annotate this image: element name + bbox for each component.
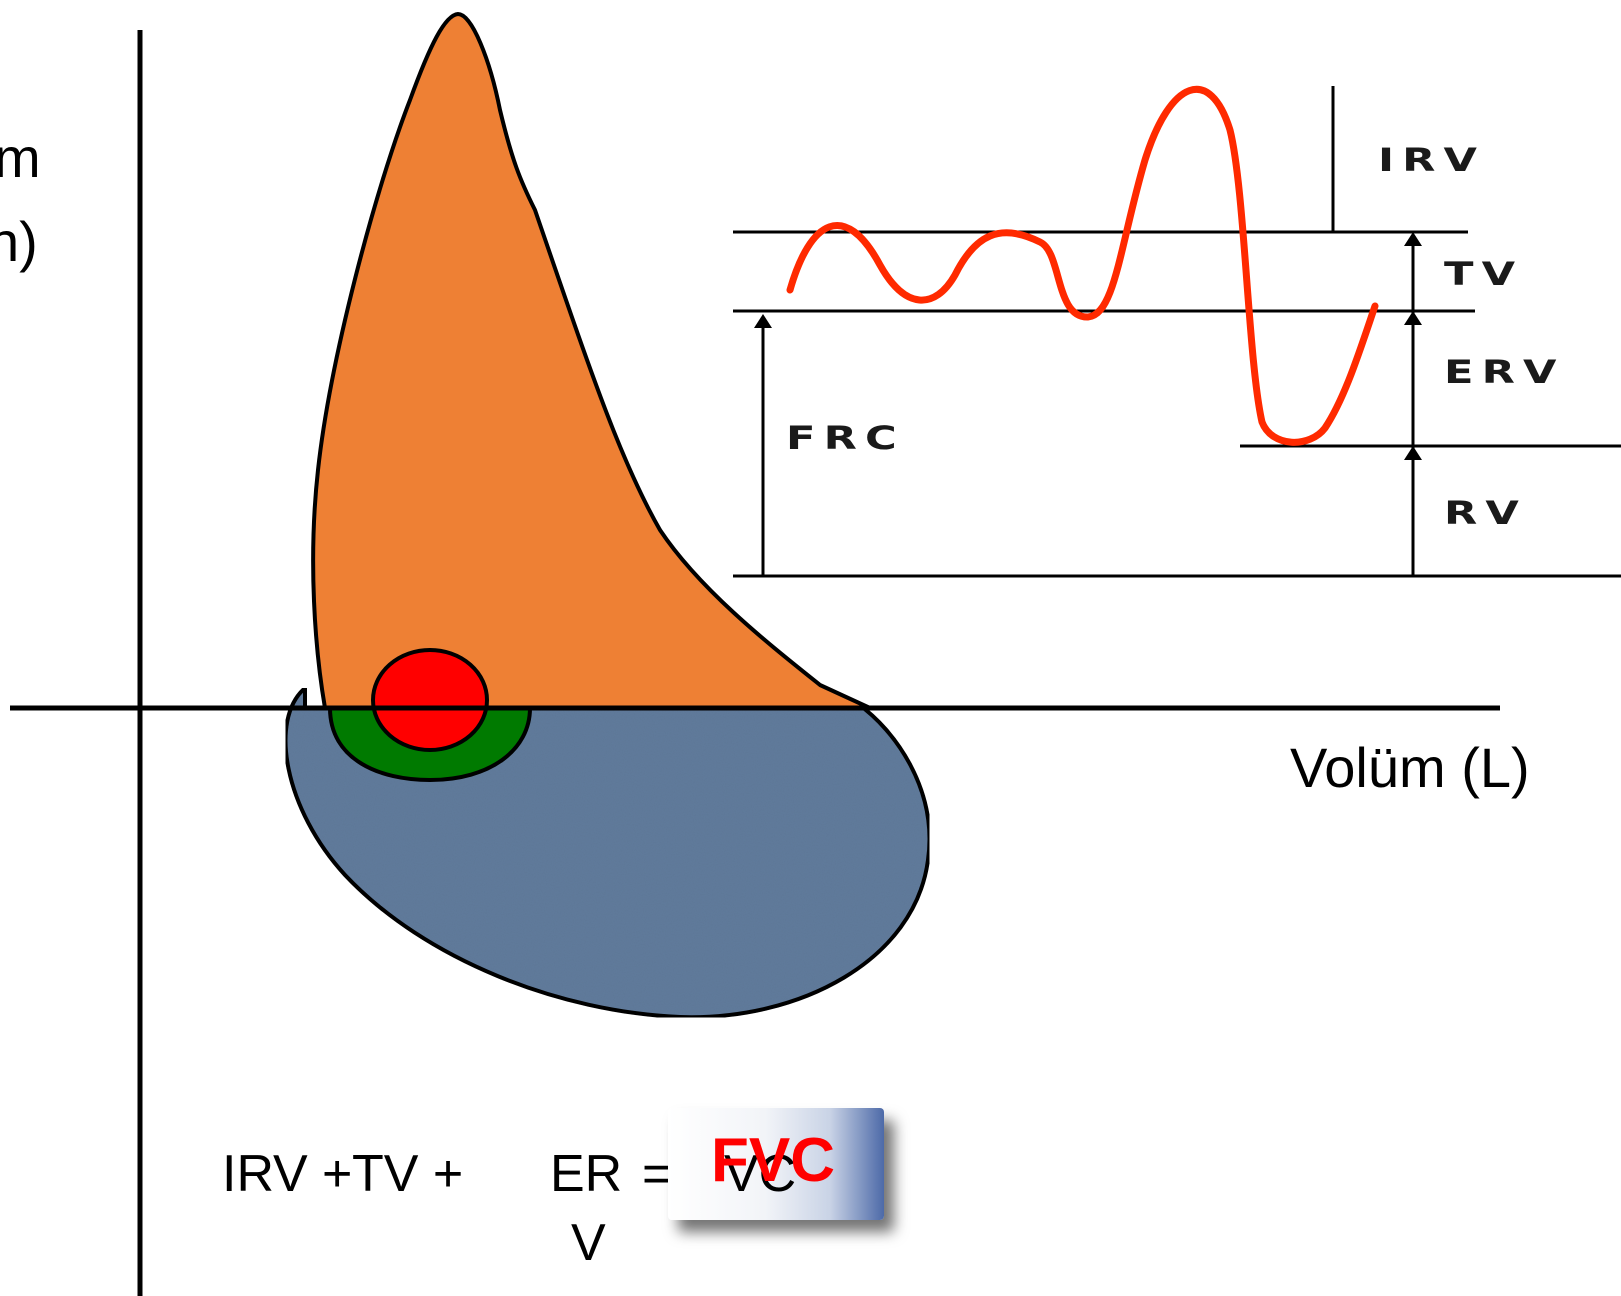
rv-label: RV xyxy=(1444,494,1527,532)
tidal-loop-upper xyxy=(371,648,489,752)
equation-tv-plus: TV + xyxy=(352,1145,464,1203)
expiratory-loop xyxy=(311,12,872,710)
equation-irv: IRV xyxy=(222,1145,308,1203)
equation-v: V xyxy=(571,1214,606,1272)
x-axis-label: Volüm (L) xyxy=(1290,736,1530,799)
erv-arrow-head xyxy=(1404,311,1422,325)
y-axis-label-line1: m xyxy=(0,126,41,189)
fvc-box xyxy=(668,1108,884,1220)
spirogram-inset xyxy=(733,85,1621,578)
equation-er: ER xyxy=(550,1145,623,1203)
rv-arrow-head xyxy=(1404,446,1422,460)
irv-label: IRV xyxy=(1378,141,1486,179)
equation-fvc: FVC xyxy=(711,1126,835,1195)
erv-label: ERV xyxy=(1444,353,1565,391)
tv-label: TV xyxy=(1444,255,1524,293)
equation-plus: + xyxy=(322,1145,353,1203)
tv-arrow-head xyxy=(1404,232,1422,246)
equation-vc: VC xyxy=(724,1145,797,1203)
y-axis-label-line2: n) xyxy=(0,210,38,273)
spirogram-background xyxy=(733,86,1621,578)
frc-label: FRC xyxy=(786,419,905,457)
frc-arrow-head xyxy=(754,314,772,328)
equation-equals: = xyxy=(642,1145,673,1203)
spirogram-trace xyxy=(786,85,1379,446)
